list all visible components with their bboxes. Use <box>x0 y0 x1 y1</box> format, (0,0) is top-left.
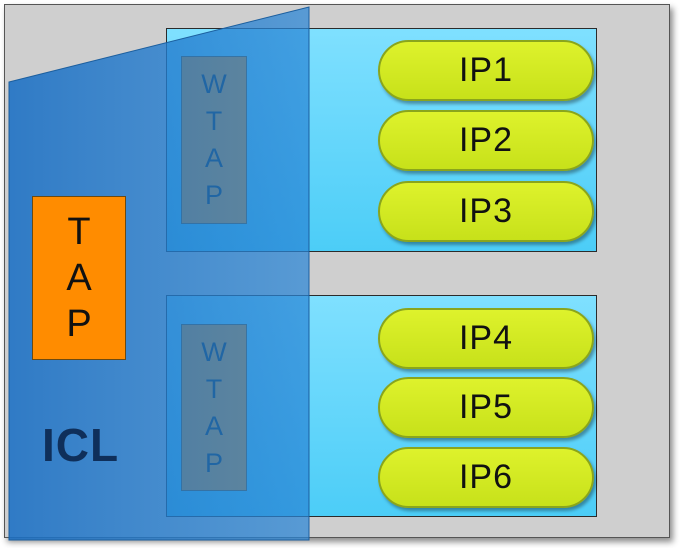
tap-letter: A <box>66 257 92 299</box>
lower-ip-group-panel: W T A P IP4 IP5 IP6 <box>166 295 597 517</box>
icl-label: ICL <box>42 419 120 471</box>
ip-block-ip2: IP2 <box>378 110 594 171</box>
tap-letter: T <box>67 211 91 253</box>
icl-region-shape <box>8 6 310 541</box>
tap-letter: P <box>66 303 92 345</box>
ip-block-ip1: IP1 <box>378 40 594 101</box>
ip-block-ip5: IP5 <box>378 377 594 438</box>
ip-block-ip3: IP3 <box>378 181 594 242</box>
ip-block-ip6: IP6 <box>378 447 594 508</box>
tap-box: T A P <box>32 196 126 360</box>
ip-block-ip4: IP4 <box>378 308 594 369</box>
